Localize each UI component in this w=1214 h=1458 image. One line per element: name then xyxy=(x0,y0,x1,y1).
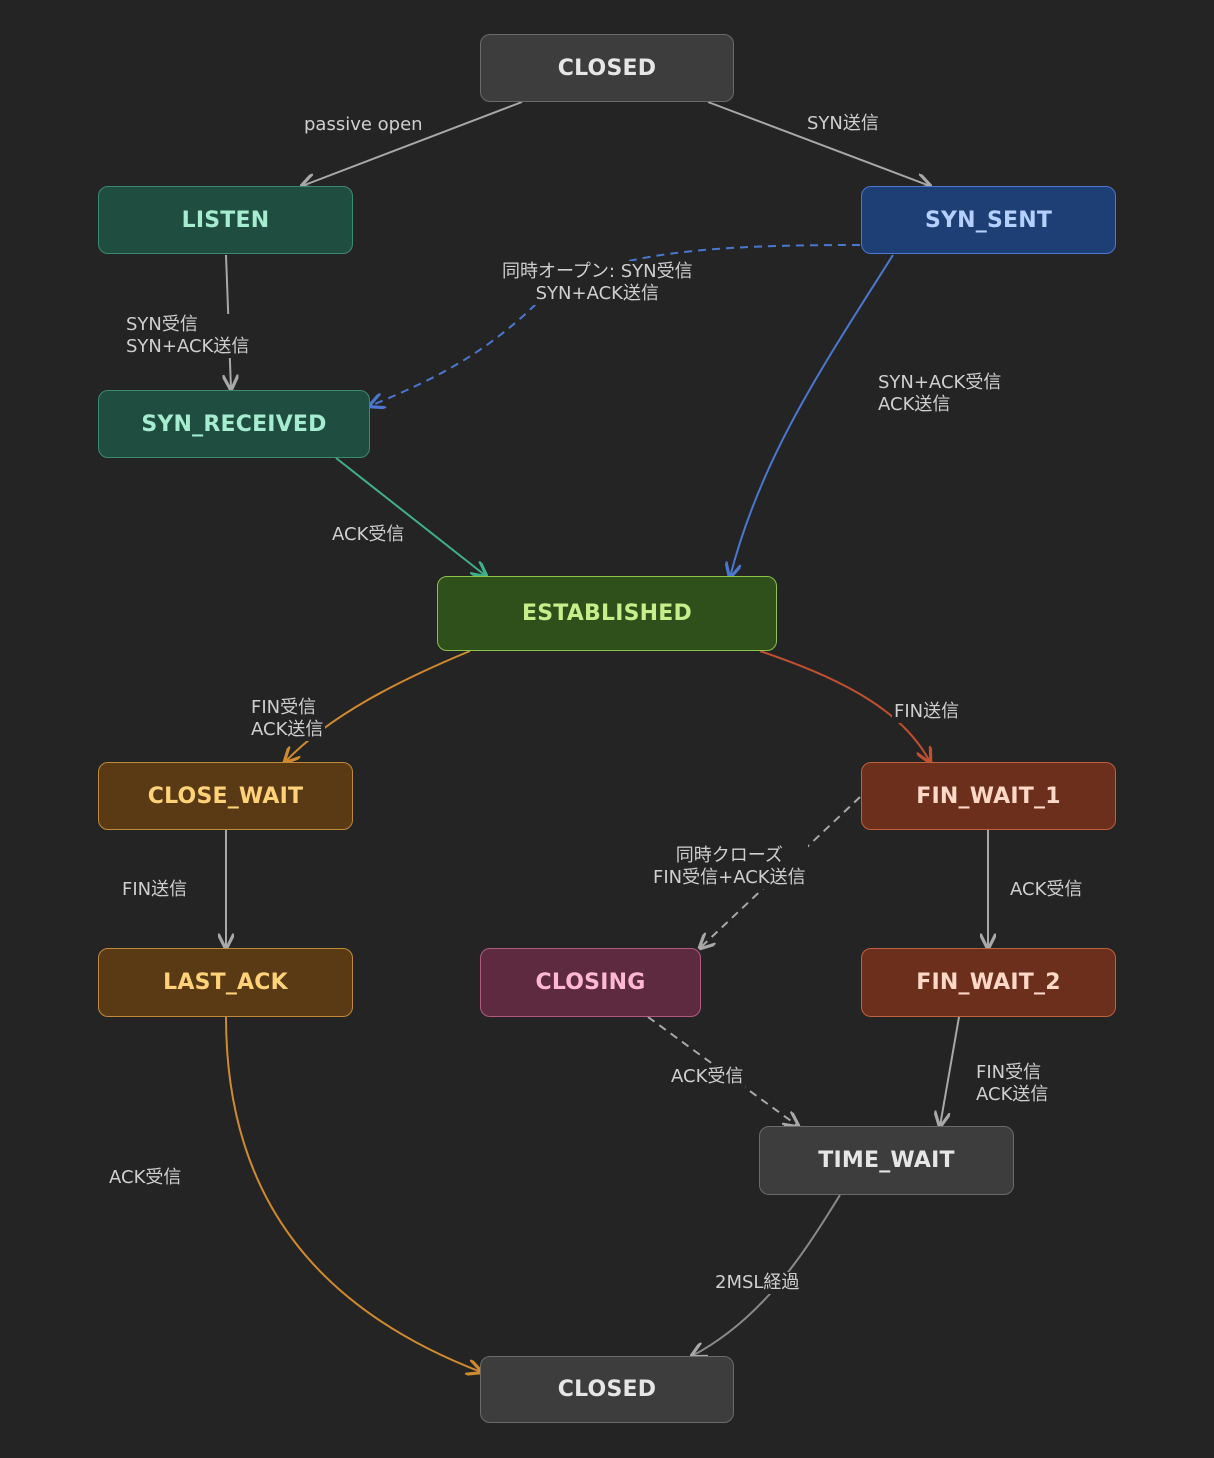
edge-synsent-established xyxy=(730,254,894,577)
label-fin-send-lastack: FIN送信 xyxy=(120,879,190,901)
state-fin-wait-1: FIN_WAIT_1 xyxy=(861,762,1116,830)
state-fin-wait-2: FIN_WAIT_2 xyxy=(861,948,1116,1017)
label-simultaneous-open: 同時オープン: SYN受信 SYN+ACK送信 xyxy=(500,261,695,305)
label-fin-recv-ack-send: FIN受信 ACK送信 xyxy=(249,697,326,741)
state-established: ESTABLISHED xyxy=(437,576,777,651)
label-syn-ack-recv: SYN+ACK受信 ACK送信 xyxy=(876,372,1004,416)
state-closed-top: CLOSED xyxy=(480,34,734,102)
state-last-ack: LAST_ACK xyxy=(98,948,353,1017)
state-syn-received: SYN_RECEIVED xyxy=(98,390,370,458)
state-close-wait: CLOSE_WAIT xyxy=(98,762,353,830)
label-simultaneous-close: 同時クローズ FIN受信+ACK送信 xyxy=(651,845,808,889)
label-fin-recv-wait2: FIN受信 ACK送信 xyxy=(974,1062,1051,1106)
edge-closed-listen xyxy=(302,101,523,186)
edge-lastack-closed xyxy=(225,1016,481,1372)
label-fin-send-wait1: FIN送信 xyxy=(892,701,962,723)
edge-finwait1-closing xyxy=(700,796,861,948)
edge-closing-timewait xyxy=(647,1016,798,1126)
label-syn-send: SYN送信 xyxy=(805,113,881,135)
label-ack-recv-wait2: ACK受信 xyxy=(1008,879,1085,901)
edge-finwait2-timewait xyxy=(940,1016,960,1126)
label-ack-recv-established: ACK受信 xyxy=(330,524,407,546)
label-ack-recv-closing: ACK受信 xyxy=(669,1066,746,1088)
edge-established-closewait xyxy=(285,650,471,762)
label-ack-recv-lastack: ACK受信 xyxy=(107,1167,184,1189)
edge-closed-synsent xyxy=(707,101,930,186)
label-two-msl: 2MSL経過 xyxy=(713,1272,802,1294)
edge-synsent-synreceived xyxy=(370,244,861,406)
label-passive-open: passive open xyxy=(302,114,425,136)
label-listen-syn: SYN受信 SYN+ACK送信 xyxy=(124,314,252,358)
state-closing: CLOSING xyxy=(480,948,701,1017)
state-closed-bottom: CLOSED xyxy=(480,1356,734,1423)
edge-established-finwait1 xyxy=(759,650,930,762)
state-listen: LISTEN xyxy=(98,186,353,254)
state-syn-sent: SYN_SENT xyxy=(861,186,1116,254)
edge-synreceived-established xyxy=(335,457,486,576)
state-time-wait: TIME_WAIT xyxy=(759,1126,1014,1195)
